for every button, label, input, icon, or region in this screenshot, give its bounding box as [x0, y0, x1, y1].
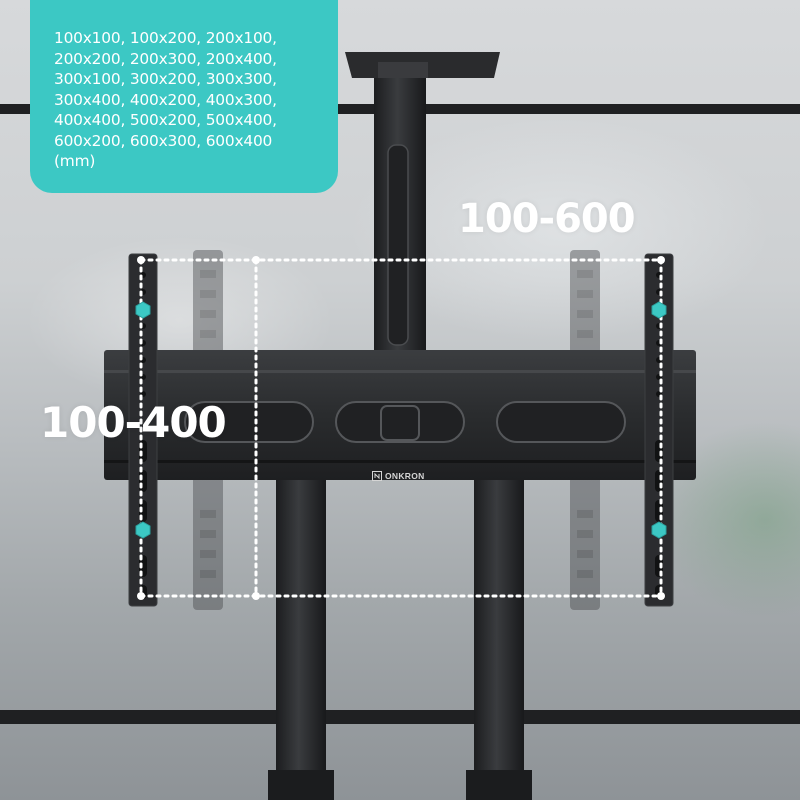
bracket-slot-right: [496, 401, 626, 443]
right-pole: [474, 480, 524, 800]
vesa-sizes-list: 100x100, 100x200, 200x100, 200x200, 200x…: [54, 29, 277, 170]
height-dimension-label: 100-400: [40, 398, 227, 447]
onkron-logo-icon: [372, 471, 382, 481]
width-dimension-label: 100-600: [458, 196, 636, 242]
vesa-spec-card: 100x100, 100x200, 200x100, 200x200, 200x…: [30, 0, 338, 193]
brand-logo: ONKRON: [372, 471, 425, 481]
hex-bolt-markers: [135, 301, 667, 539]
right-vesa-rail: [644, 253, 674, 607]
bottom-shelf: [0, 710, 800, 724]
brand-name: ONKRON: [385, 471, 425, 481]
bracket-slot-left: [184, 401, 314, 443]
bracket-slot-center: [335, 401, 465, 443]
left-pole: [276, 480, 326, 800]
